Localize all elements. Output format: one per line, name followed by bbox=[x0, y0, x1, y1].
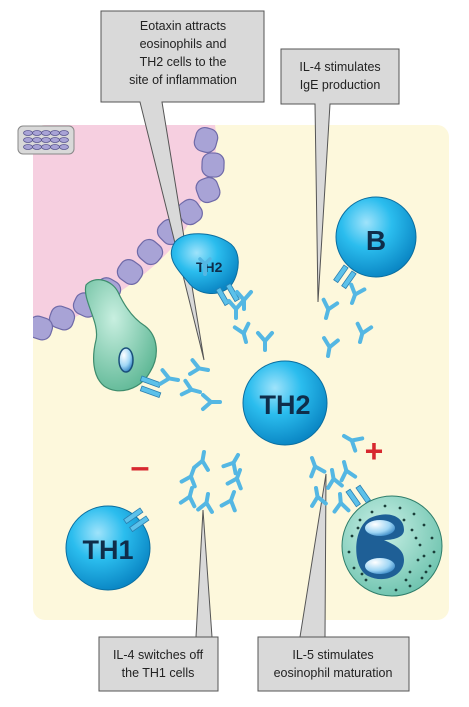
tissue-icon bbox=[17, 125, 75, 155]
eosinophil-cell bbox=[341, 484, 443, 597]
th1-cell: TH1 bbox=[65, 505, 151, 591]
callout-il4-ige-line-1: IL-4 stimulates bbox=[299, 60, 380, 74]
minus-sign: – bbox=[131, 448, 150, 486]
eosinophil-granules bbox=[347, 504, 436, 592]
callout-il5-line-2: eosinophil maturation bbox=[274, 666, 393, 680]
callout-eotaxin-line-3: TH2 cells to the bbox=[140, 55, 227, 69]
callout-il4-ige-line-2: IgE production bbox=[300, 78, 381, 92]
callout-eotaxin-line-4: site of inflammation bbox=[129, 73, 237, 87]
th2-center-label: TH2 bbox=[259, 390, 310, 420]
callout-il4-th1-line-2: the TH1 cells bbox=[122, 666, 195, 680]
plus-sign: + bbox=[365, 433, 384, 469]
dendritic-cell bbox=[84, 279, 162, 399]
callout-eotaxin-line-1: Eotaxin attracts bbox=[140, 19, 226, 33]
b-cell-label: B bbox=[366, 225, 386, 256]
b-cell: B bbox=[333, 196, 417, 290]
th2-center-cell: TH2 bbox=[242, 360, 328, 446]
callout-eotaxin: Eotaxin attracts eosinophils and TH2 cel… bbox=[100, 10, 265, 361]
callout-il4-th1-line-1: IL-4 switches off bbox=[113, 648, 204, 662]
th1-label: TH1 bbox=[82, 535, 133, 565]
callout-il4-th1: IL-4 switches off the TH1 cells bbox=[98, 509, 219, 692]
callout-il4-ige: IL-4 stimulates IgE production bbox=[280, 48, 400, 303]
callout-il5: IL-5 stimulates eosinophil maturation bbox=[257, 473, 410, 692]
callout-il5-line-1: IL-5 stimulates bbox=[292, 648, 373, 662]
callout-eotaxin-line-2: eosinophils and bbox=[140, 37, 227, 51]
